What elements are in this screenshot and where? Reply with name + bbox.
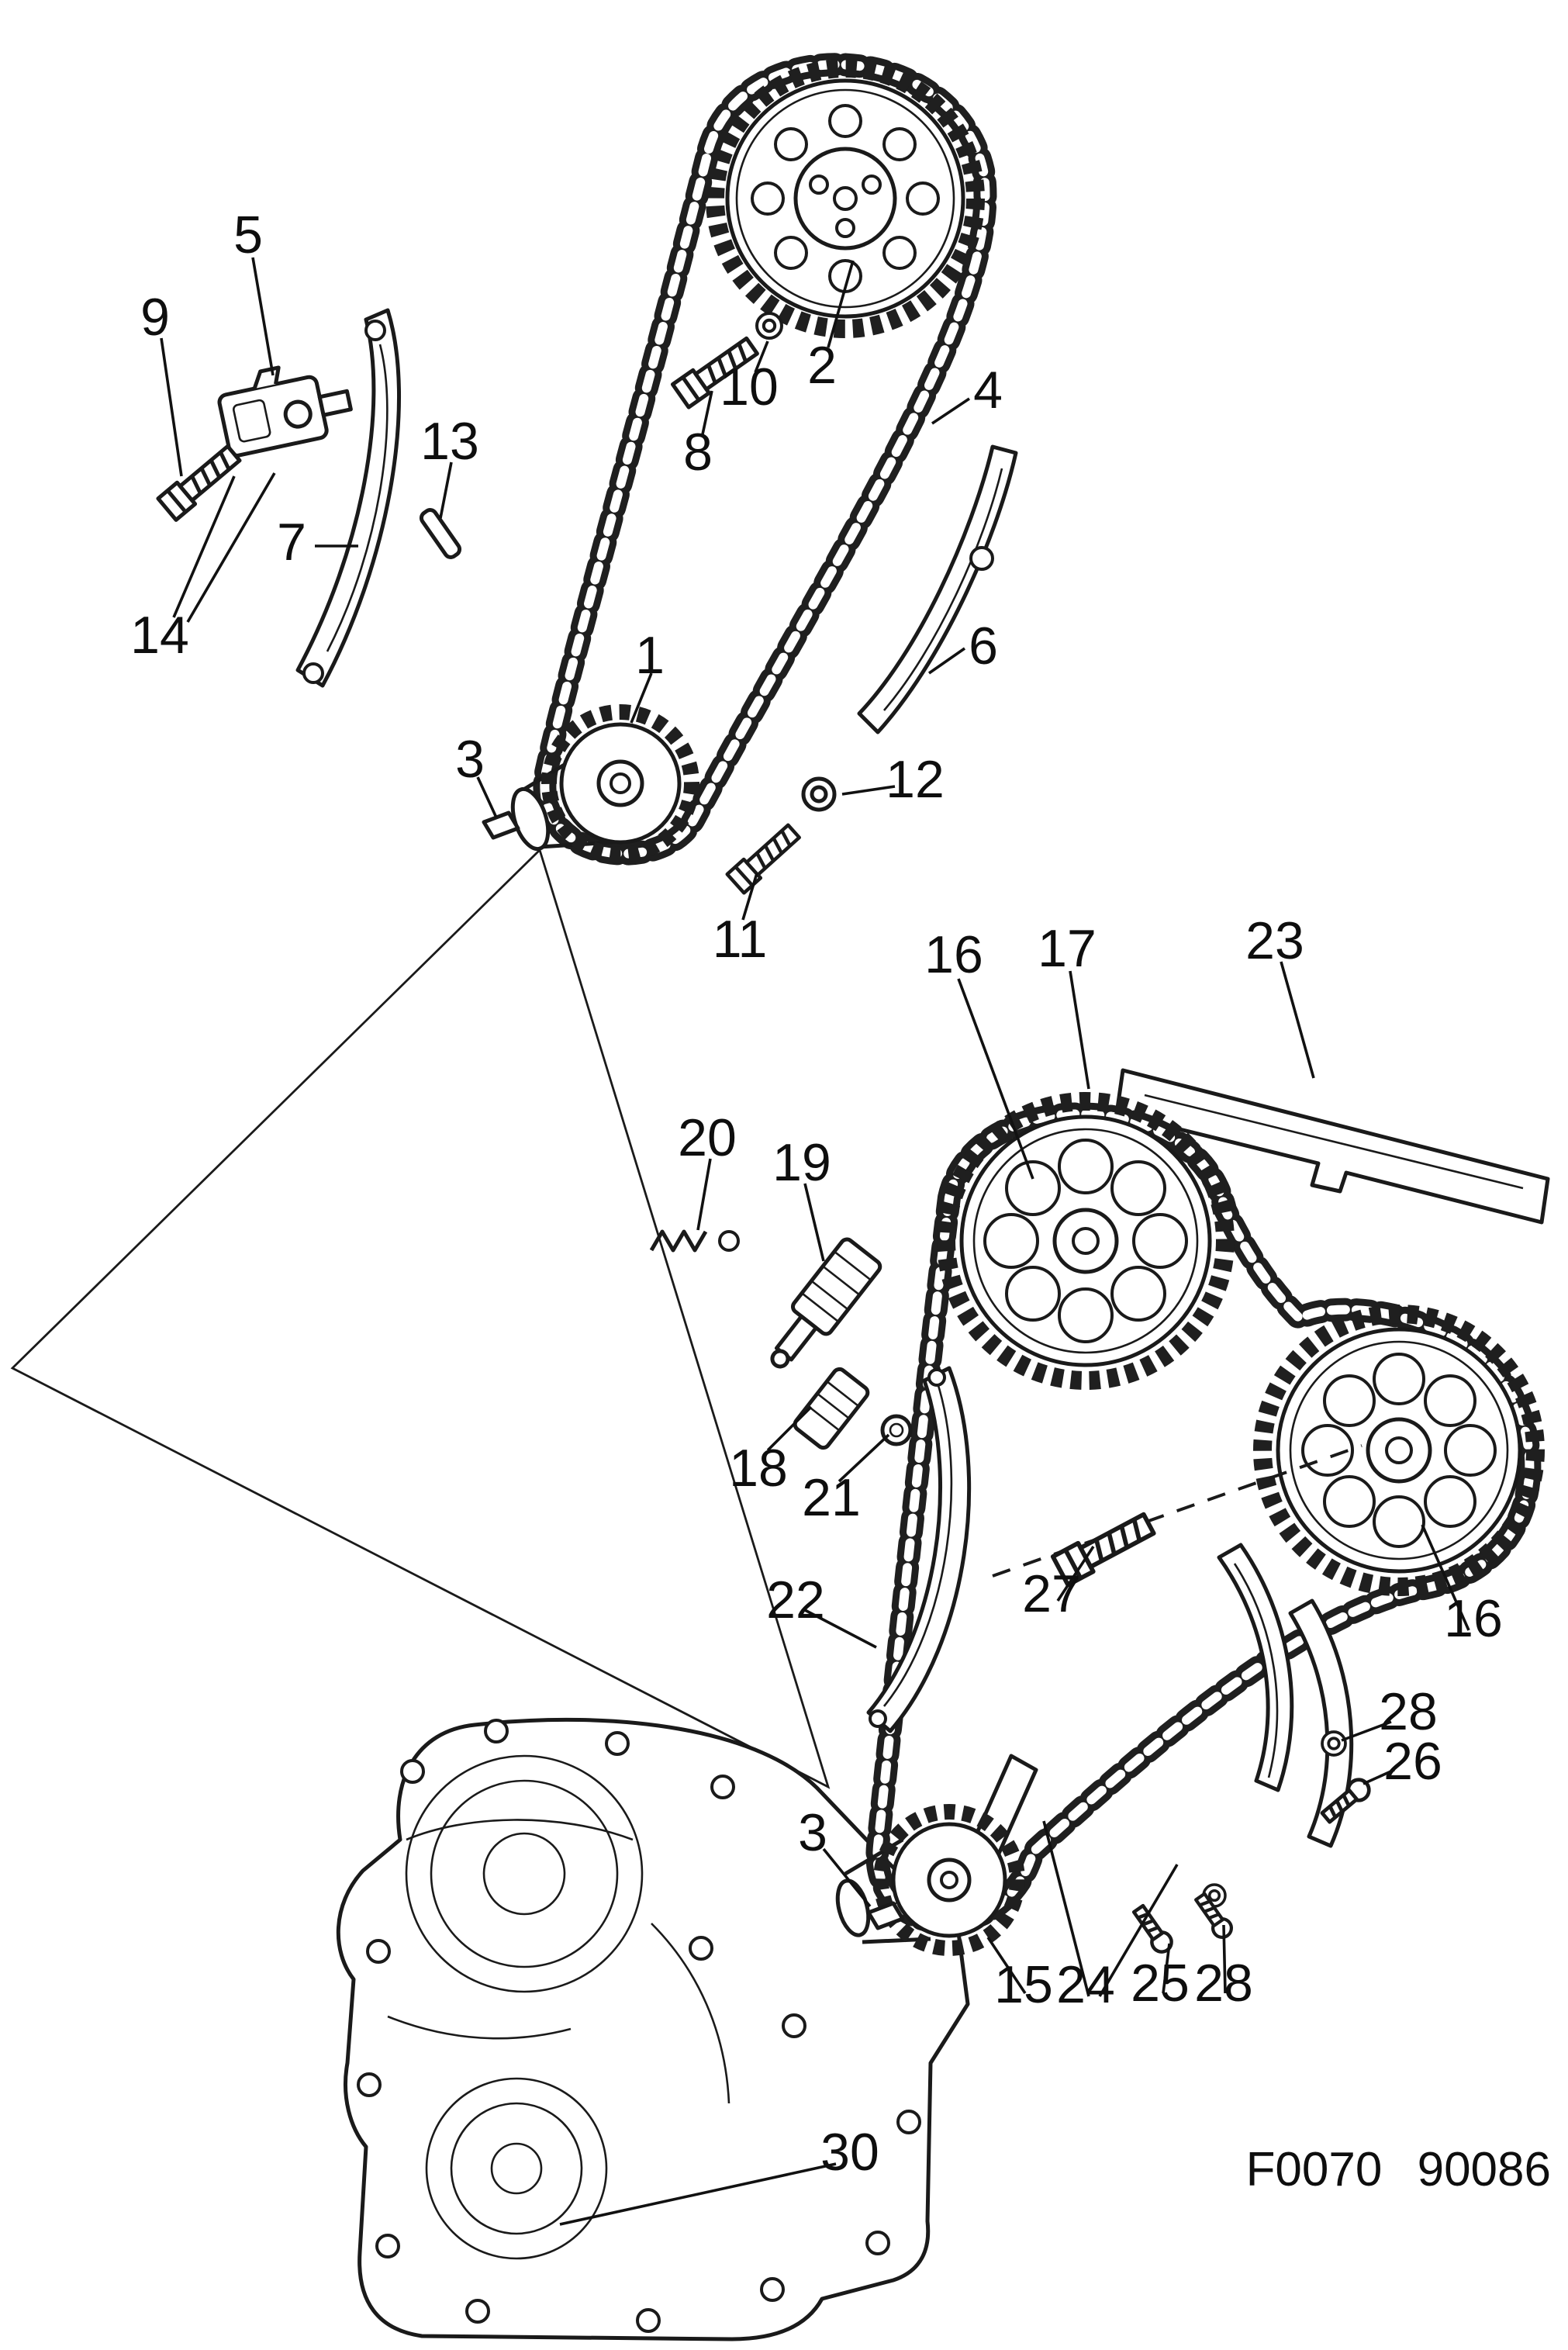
leader-line: [754, 340, 769, 373]
callout-5: 5: [233, 206, 263, 264]
callout-16-left: 16: [924, 925, 983, 984]
leader-line: [803, 1183, 825, 1262]
callout-2: 2: [807, 336, 837, 395]
callout-17: 17: [1038, 919, 1097, 978]
sprocket-washer: [757, 313, 782, 338]
leader-line: [439, 461, 453, 519]
callout-21: 21: [802, 1468, 861, 1527]
leader-line: [822, 1847, 872, 1908]
callout-30: 30: [820, 2123, 879, 2182]
o-ring: [880, 1414, 913, 1446]
projection-lines: [10, 849, 831, 1789]
callout-18: 18: [729, 1439, 788, 1498]
callout-22: 22: [766, 1571, 825, 1629]
guide-washer-right: [1321, 1730, 1347, 1757]
figure-code: F0070 90086: [1246, 2143, 1551, 2196]
leader-line: [741, 873, 758, 921]
leader-line: [559, 2162, 837, 2226]
leader-line: [1162, 1943, 1171, 1994]
guide-washer: [803, 779, 834, 810]
leader-line: [1341, 1720, 1392, 1742]
callout-24: 24: [1056, 1955, 1115, 2014]
top-chain-guide: [1114, 1068, 1550, 1225]
callout-23: 23: [1245, 911, 1304, 970]
leader-line: [696, 1158, 712, 1231]
callout-6: 6: [969, 617, 998, 676]
callout-8: 8: [683, 423, 713, 482]
leader-line: [160, 337, 183, 477]
callout-15: 15: [994, 1955, 1053, 2014]
leader-line: [927, 647, 966, 675]
callout-11: 11: [713, 910, 768, 969]
callout-4: 4: [973, 361, 1003, 420]
tensioner-spring: [649, 1229, 740, 1253]
lower-crank-sprocket: [835, 1804, 1025, 1956]
leader-line: [841, 785, 896, 796]
balance-sprocket-left: [937, 1092, 1235, 1390]
woodruff-key-lower: [866, 1901, 905, 1930]
callout-10: 10: [720, 358, 779, 416]
leader-line: [186, 472, 276, 623]
callout-7: 7: [277, 513, 306, 572]
leader-line: [630, 672, 653, 724]
woodruff-key-upper: [482, 810, 520, 840]
callout-14: 14: [130, 606, 189, 665]
guide-pin: [419, 508, 462, 559]
callout-25: 25: [1131, 1954, 1190, 2013]
leader-line: [957, 978, 1034, 1180]
callout-3-upper: 3: [455, 730, 485, 789]
chain-tensioner-lower: [770, 1237, 882, 1369]
callout-1: 1: [635, 626, 665, 685]
leader-line: [172, 475, 236, 618]
chain-tensioner-upper: [217, 365, 353, 458]
leader-line: [1421, 1524, 1470, 1631]
callouts: 5 9 13 7 14 8 10 2 4 6 1 3 12 11 16 17 2…: [130, 206, 1551, 2196]
callout-19: 19: [772, 1133, 831, 1192]
leader-line: [1280, 961, 1315, 1079]
callout-28-right: 28: [1379, 1682, 1438, 1741]
callout-27: 27: [1022, 1564, 1081, 1623]
leader-line: [986, 1937, 1027, 1994]
leader-line: [838, 1433, 890, 1483]
leader-line: [827, 260, 855, 348]
leader-lines: [160, 257, 1470, 2226]
leader-line: [701, 390, 713, 435]
lower-timing-assembly: [649, 1068, 1550, 1956]
leader-line: [1363, 1768, 1395, 1785]
leader-line: [1042, 1820, 1090, 1997]
tensioner-sleeve: [793, 1367, 870, 1450]
leader-line: [476, 776, 498, 818]
callout-9: 9: [140, 288, 170, 347]
callout-26: 26: [1383, 1732, 1442, 1791]
leader-line: [804, 1609, 877, 1649]
leader-line: [251, 257, 275, 376]
leader-line: [1069, 970, 1090, 1090]
callout-12: 12: [886, 750, 945, 809]
camshaft-sprocket: [706, 59, 985, 338]
balance-sprocket-right: [1253, 1305, 1545, 1596]
leader-line: [1098, 1864, 1179, 1997]
callout-28-bottom: 28: [1194, 1954, 1253, 2013]
callout-13: 13: [420, 412, 479, 471]
chain-guide-left: [295, 308, 402, 688]
leader-line: [931, 397, 970, 425]
leader-line: [766, 1405, 813, 1452]
callout-3-lower: 3: [798, 1803, 827, 1862]
upper-timing-assembly: [158, 53, 1018, 893]
leader-line: [1056, 1546, 1095, 1602]
callout-20: 20: [678, 1108, 737, 1167]
callout-16-right: 16: [1444, 1589, 1503, 1648]
chain-guide-right: [857, 444, 1018, 734]
timing-cover: [336, 1717, 970, 2341]
guide-bolt: [727, 822, 803, 893]
crankshaft-sprocket: [510, 704, 699, 862]
leader-line: [1222, 1924, 1227, 1994]
curved-chain-guide: [866, 1366, 972, 1733]
chain-guides-right: [1217, 1543, 1354, 1848]
tensioner-bolt: [158, 443, 243, 520]
